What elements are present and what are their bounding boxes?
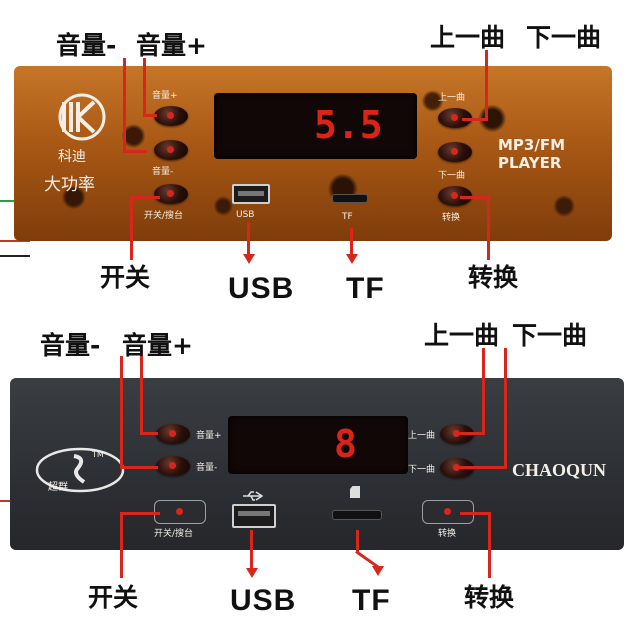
power-search-label: 开关/搜台 xyxy=(144,211,184,221)
usb-annotation: USB xyxy=(230,584,297,617)
prev-track-button[interactable] xyxy=(440,424,474,444)
leader-line xyxy=(120,466,158,469)
vol-plus-label: 音量+ xyxy=(196,431,222,441)
brand-logo xyxy=(52,92,108,142)
mode-label: 转换 xyxy=(442,213,461,223)
vol-plus-button[interactable] xyxy=(156,424,190,444)
display-digits: 8 xyxy=(334,422,357,466)
mode-label: 转换 xyxy=(438,529,457,539)
power-search-button[interactable] xyxy=(154,500,206,524)
usb-port[interactable] xyxy=(232,184,270,204)
prev-label: 上一曲 xyxy=(408,431,436,441)
leader-line xyxy=(120,512,123,578)
brand-text: CHAOQUN xyxy=(512,460,606,480)
mode-button[interactable] xyxy=(438,186,472,206)
leader-arrow xyxy=(372,566,384,576)
tf-slot-label: TF xyxy=(342,212,353,222)
vol-minus-button[interactable] xyxy=(156,456,190,476)
led-display: 8 xyxy=(228,416,408,474)
vol-plus-label: 音量+ xyxy=(152,91,178,101)
leader-arrow xyxy=(243,254,255,264)
leader-line xyxy=(143,114,157,117)
vol-plus-button[interactable] xyxy=(154,106,188,126)
leader-line xyxy=(130,196,133,260)
prev-annotation: 上一曲 xyxy=(430,23,506,52)
prev-label: 上一曲 xyxy=(438,93,466,103)
next-annotation: 下一曲 xyxy=(526,23,602,52)
brand-logo xyxy=(34,446,126,494)
usb-port-label: USB xyxy=(236,210,255,220)
leader-line xyxy=(140,432,158,435)
sd-card-icon xyxy=(350,486,360,498)
tf-slot[interactable] xyxy=(332,194,368,203)
power-search-label: 开关/搜台 xyxy=(154,529,194,539)
leader-line xyxy=(123,150,147,153)
leader-line xyxy=(250,530,253,570)
next-label: 下一曲 xyxy=(408,465,436,475)
tf-slot[interactable] xyxy=(332,510,382,520)
leader-line xyxy=(123,58,126,150)
prev-annotation: 上一曲 xyxy=(424,321,500,350)
power-search-button[interactable] xyxy=(154,184,188,204)
leader-line xyxy=(140,356,143,434)
leader-line xyxy=(460,512,491,515)
led-display: 5.5 xyxy=(214,93,417,159)
leader-line xyxy=(460,432,485,435)
leader-line xyxy=(247,222,250,256)
next-track-button[interactable] xyxy=(438,142,472,162)
brand-name: 科迪 xyxy=(58,149,86,165)
black-wire xyxy=(0,255,30,257)
leader-line xyxy=(482,348,485,434)
brand-tm: TM xyxy=(92,450,104,459)
leader-line xyxy=(462,118,488,121)
tf-annotation: TF xyxy=(346,272,385,305)
leader-line xyxy=(143,58,146,114)
brand-logo-text: 超群 xyxy=(48,482,68,493)
vol-plus-annotation: 音量+ xyxy=(136,31,207,60)
next-track-button[interactable] xyxy=(440,458,474,478)
mode-annotation: 转换 xyxy=(468,263,519,292)
next-annotation: 下一曲 xyxy=(512,321,588,350)
mode-annotation: 转换 xyxy=(464,583,515,612)
usb-annotation: USB xyxy=(228,272,295,305)
vol-minus-label: 音量- xyxy=(152,167,174,177)
power-annotation: 开关 xyxy=(100,263,151,292)
leader-line xyxy=(487,196,490,260)
vol-minus-label: 音量- xyxy=(196,463,218,473)
leader-line xyxy=(460,196,490,199)
leader-line xyxy=(460,466,507,469)
vol-minus-button[interactable] xyxy=(154,140,188,160)
leader-line xyxy=(485,50,488,118)
tf-annotation: TF xyxy=(352,584,391,617)
display-digits: 5.5 xyxy=(314,103,383,147)
prev-track-button[interactable] xyxy=(438,108,472,128)
leader-line xyxy=(356,530,359,552)
leader-line xyxy=(504,348,507,468)
vol-plus-annotation: 音量+ xyxy=(122,331,193,360)
power-annotation: 开关 xyxy=(88,583,139,612)
usb-port[interactable] xyxy=(232,504,276,528)
player-label: MP3/FM PLAYER xyxy=(498,136,566,172)
dark-panel: TM 超群 音量+ 音量- 开关/搜台 8 上一曲 下一曲 转换 CHAOQUN xyxy=(10,378,624,550)
high-power-text: 大功率 xyxy=(44,175,95,195)
leader-line xyxy=(120,512,160,515)
vol-minus-annotation: 音量- xyxy=(40,331,101,360)
wood-panel: 科迪 大功率 音量+ 音量- 开关/搜台 5.5 USB TF 上一曲 下一曲 … xyxy=(14,66,612,241)
leader-line xyxy=(350,228,353,256)
leader-line xyxy=(488,512,491,578)
next-label: 下一曲 xyxy=(438,171,466,181)
leader-line xyxy=(120,356,123,468)
vol-minus-annotation: 音量- xyxy=(56,31,117,60)
red-wire xyxy=(0,240,30,242)
usb-icon xyxy=(242,486,264,501)
leader-arrow xyxy=(346,254,358,264)
leader-line xyxy=(130,196,160,199)
leader-arrow xyxy=(246,568,258,578)
